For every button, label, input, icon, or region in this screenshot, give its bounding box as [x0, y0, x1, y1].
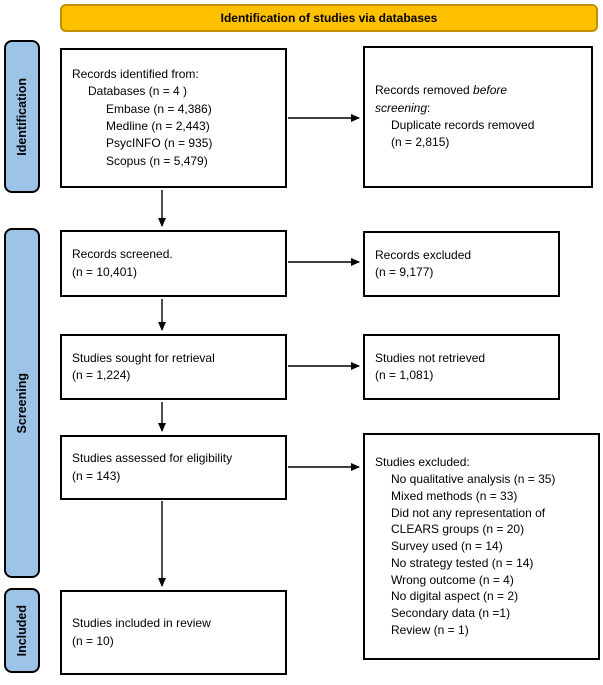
- box-line: (n = 2,815): [391, 135, 450, 150]
- records-identified-box: Records identified from: Databases (n = …: [60, 48, 287, 188]
- records-screened-box: Records screened. (n = 10,401): [60, 230, 287, 297]
- box-line: Secondary data (n =1): [391, 606, 511, 621]
- records-excluded-box: Records excluded (n = 9,177): [363, 231, 560, 297]
- studies-sought-box: Studies sought for retrieval (n = 1,224): [60, 334, 287, 400]
- stage-label-identification: Identification: [15, 77, 29, 156]
- stage-label-screening: Screening: [15, 372, 29, 434]
- box-line: (n = 10,401): [72, 264, 138, 279]
- box-line: Studies assessed for eligibility: [72, 451, 233, 466]
- box-line: Databases (n = 4 ): [88, 84, 188, 99]
- box-line: Embase (n = 4,386): [106, 101, 212, 116]
- studies-not-retrieved-box: Studies not retrieved (n = 1,081): [363, 334, 560, 400]
- studies-assessed-box: Studies assessed for eligibility (n = 14…: [60, 435, 287, 500]
- box-line: Studies excluded:: [375, 455, 470, 470]
- box-line-text: Records removed: [375, 83, 474, 98]
- box-line: Wrong outcome (n = 4): [391, 572, 514, 587]
- box-line: (n = 9,177): [375, 265, 434, 279]
- box-line: (n = 1,224): [72, 368, 131, 382]
- box-line-italic-text: screening: [375, 100, 428, 115]
- studies-included-box: Studies included in review (n = 10): [60, 590, 287, 675]
- stage-label-included: Included: [15, 604, 29, 657]
- box-line: Records excluded: [375, 247, 472, 262]
- box-line: Scopus (n = 5,479): [106, 153, 208, 168]
- box-line: Mixed methods (n = 33): [391, 488, 518, 503]
- box-line: Review (n = 1): [391, 623, 469, 638]
- stage-tab-included: Included: [4, 588, 40, 673]
- box-line: screening:: [375, 100, 583, 117]
- box-line: No qualitative analysis (n = 35): [391, 471, 556, 486]
- box-line-italic-text: before: [473, 83, 508, 98]
- box-line: (n = 10): [72, 633, 114, 648]
- box-line: Medline (n = 2,443): [106, 119, 210, 133]
- box-line: PsycINFO (n = 935): [106, 136, 213, 151]
- box-line: Studies not retrieved: [375, 350, 486, 365]
- box-line: (n = 1,081): [375, 368, 434, 382]
- box-line-text: :: [427, 100, 431, 115]
- box-line: Did not any representation of: [391, 505, 546, 520]
- box-line: Studies included in review: [72, 616, 211, 631]
- box-line: Duplicate records removed: [391, 118, 535, 132]
- box-line: Studies sought for retrieval: [72, 350, 215, 365]
- box-line: (n = 143): [72, 468, 121, 483]
- box-line: CLEARS groups (n = 20): [391, 522, 525, 537]
- records-removed-box: Records removed before screening: Duplic…: [363, 46, 593, 188]
- banner-identification-via-databases: Identification of studies via databases: [60, 4, 598, 32]
- box-line: No digital aspect (n = 2): [391, 589, 519, 604]
- box-line: Records screened.: [72, 247, 173, 262]
- box-line: Records removed before: [375, 82, 583, 99]
- box-line: Records identified from:: [72, 66, 199, 81]
- banner-label: Identification of studies via databases: [220, 11, 438, 25]
- box-line: No strategy tested (n = 14): [391, 555, 534, 570]
- stage-tab-screening: Screening: [4, 228, 40, 578]
- stage-tab-identification: Identification: [4, 40, 40, 193]
- studies-excluded-box: Studies excluded: No qualitative analysi…: [363, 433, 600, 660]
- box-line: Survey used (n = 14): [391, 539, 503, 554]
